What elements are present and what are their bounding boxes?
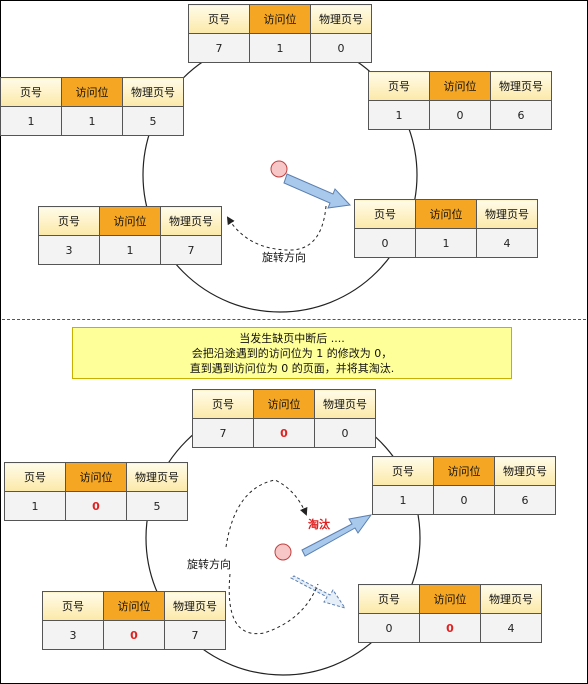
header-physical-page-no: 物理页号 bbox=[160, 206, 222, 236]
cell-physical-page-no: 7 bbox=[164, 620, 226, 650]
top-rotation-arc bbox=[226, 205, 327, 251]
cell-access-bit: 0 bbox=[253, 418, 315, 448]
header-page-no: 页号 bbox=[354, 199, 416, 229]
evict-label: 淘汰 bbox=[308, 518, 330, 531]
cell-access-bit: 0 bbox=[65, 491, 127, 521]
cell-page-no: 1 bbox=[372, 485, 434, 515]
cell-access-bit: 1 bbox=[99, 235, 161, 265]
bottom-page-table-5: 页号 访问位 物理页号 0 0 4 bbox=[358, 584, 542, 643]
cell-physical-page-no: 0 bbox=[310, 33, 372, 63]
header-page-no: 页号 bbox=[368, 71, 430, 101]
bottom-page-table-2: 页号 访问位 物理页号 1 0 5 bbox=[4, 462, 188, 521]
bottom-pointer-ghost-arrow bbox=[290, 575, 347, 609]
header-access-bit: 访问位 bbox=[415, 199, 477, 229]
header-physical-page-no: 物理页号 bbox=[122, 77, 184, 107]
top-rotation-label: 旋转方向 bbox=[262, 251, 306, 264]
top-page-table-1: 页号 访问位 物理页号 7 1 0 bbox=[188, 4, 372, 63]
top-pointer-dot bbox=[270, 160, 288, 178]
header-physical-page-no: 物理页号 bbox=[494, 456, 556, 486]
header-page-no: 页号 bbox=[42, 591, 104, 621]
top-pointer-arrow bbox=[283, 173, 352, 209]
cell-physical-page-no: 5 bbox=[122, 106, 184, 136]
header-access-bit: 访问位 bbox=[61, 77, 123, 107]
cell-access-bit: 1 bbox=[415, 228, 477, 258]
cell-page-no: 7 bbox=[188, 33, 250, 63]
header-physical-page-no: 物理页号 bbox=[164, 591, 226, 621]
header-access-bit: 访问位 bbox=[249, 4, 311, 34]
bottom-page-table-3: 页号 访问位 物理页号 1 0 6 bbox=[372, 456, 556, 515]
bottom-page-table-1: 页号 访问位 物理页号 7 0 0 bbox=[192, 389, 376, 448]
header-access-bit: 访问位 bbox=[419, 584, 481, 614]
top-page-table-3: 页号 访问位 物理页号 1 0 6 bbox=[368, 71, 552, 130]
section-divider bbox=[2, 319, 586, 320]
header-access-bit: 访问位 bbox=[103, 591, 165, 621]
cell-access-bit: 0 bbox=[433, 485, 495, 515]
bottom-pointer-arrow bbox=[301, 514, 373, 557]
header-page-no: 页号 bbox=[4, 462, 66, 492]
header-access-bit: 访问位 bbox=[433, 456, 495, 486]
header-access-bit: 访问位 bbox=[253, 389, 315, 419]
header-physical-page-no: 物理页号 bbox=[480, 584, 542, 614]
explanation-note: 当发生缺页中断后 .... 会把沿途遇到的访问位为 1 的修改为 0， 直到遇到… bbox=[72, 327, 512, 379]
header-access-bit: 访问位 bbox=[99, 206, 161, 236]
cell-page-no: 3 bbox=[42, 620, 104, 650]
header-page-no: 页号 bbox=[358, 584, 420, 614]
note-line-2: 会把沿途遇到的访问位为 1 的修改为 0， bbox=[191, 347, 393, 360]
header-access-bit: 访问位 bbox=[429, 71, 491, 101]
header-physical-page-no: 物理页号 bbox=[126, 462, 188, 492]
cell-physical-page-no: 7 bbox=[160, 235, 222, 265]
top-page-table-4: 页号 访问位 物理页号 3 1 7 bbox=[38, 206, 222, 265]
header-page-no: 页号 bbox=[0, 77, 62, 107]
cell-physical-page-no: 5 bbox=[126, 491, 188, 521]
cell-physical-page-no: 0 bbox=[314, 418, 376, 448]
cell-access-bit: 0 bbox=[429, 100, 491, 130]
cell-access-bit: 0 bbox=[419, 613, 481, 643]
top-page-table-2: 页号 访问位 物理页号 1 1 5 bbox=[0, 77, 184, 136]
bottom-rotation-arc-upper bbox=[225, 479, 308, 548]
header-access-bit: 访问位 bbox=[65, 462, 127, 492]
cell-page-no: 1 bbox=[4, 491, 66, 521]
bottom-page-table-4: 页号 访问位 物理页号 3 0 7 bbox=[42, 591, 226, 650]
cell-access-bit: 1 bbox=[61, 106, 123, 136]
cell-page-no: 1 bbox=[368, 100, 430, 130]
header-physical-page-no: 物理页号 bbox=[476, 199, 538, 229]
header-physical-page-no: 物理页号 bbox=[310, 4, 372, 34]
cell-physical-page-no: 4 bbox=[476, 228, 538, 258]
cell-page-no: 0 bbox=[354, 228, 416, 258]
bottom-rotation-arc-lower bbox=[228, 573, 319, 635]
header-page-no: 页号 bbox=[188, 4, 250, 34]
cell-physical-page-no: 4 bbox=[480, 613, 542, 643]
header-physical-page-no: 物理页号 bbox=[490, 71, 552, 101]
note-line-3: 直到遇到访问位为 0 的页面，并将其淘汰. bbox=[189, 362, 395, 375]
bottom-rotation-label: 旋转方向 bbox=[187, 558, 231, 571]
cell-physical-page-no: 6 bbox=[490, 100, 552, 130]
cell-page-no: 1 bbox=[0, 106, 62, 136]
top-page-table-5: 页号 访问位 物理页号 0 1 4 bbox=[354, 199, 538, 258]
header-page-no: 页号 bbox=[38, 206, 100, 236]
cell-access-bit: 0 bbox=[103, 620, 165, 650]
header-page-no: 页号 bbox=[192, 389, 254, 419]
bottom-pointer-dot bbox=[274, 543, 292, 561]
header-physical-page-no: 物理页号 bbox=[314, 389, 376, 419]
cell-page-no: 3 bbox=[38, 235, 100, 265]
note-line-1: 当发生缺页中断后 .... bbox=[239, 332, 345, 345]
header-page-no: 页号 bbox=[372, 456, 434, 486]
cell-physical-page-no: 6 bbox=[494, 485, 556, 515]
cell-page-no: 0 bbox=[358, 613, 420, 643]
cell-page-no: 7 bbox=[192, 418, 254, 448]
cell-access-bit: 1 bbox=[249, 33, 311, 63]
